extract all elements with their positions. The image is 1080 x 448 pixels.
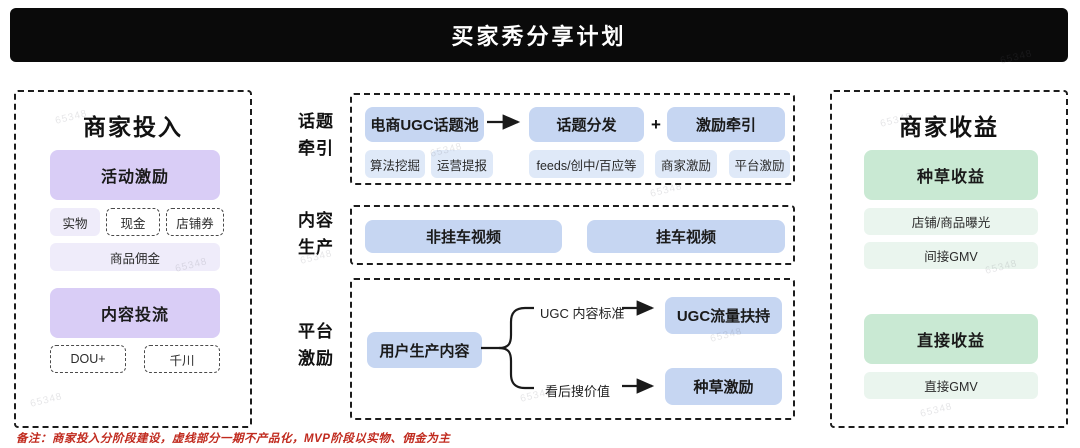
- direct-revenue-box: 直接收益: [864, 314, 1038, 364]
- platform-incentive-box: 平台激励: [729, 150, 790, 178]
- topic-traction-label: 话题 牵引: [298, 112, 334, 158]
- content-production-section: 非挂车视频 挂车视频: [350, 205, 795, 265]
- ugc-content-standard-label: UGC 内容标准: [540, 306, 625, 321]
- operation-report-box: 运营提报: [431, 150, 493, 178]
- content-invest-box: 内容投流: [50, 288, 220, 338]
- ugc-traffic-support-box: UGC流量扶持: [665, 297, 782, 334]
- footnote: 备注：商家投入分阶段建设，虚线部分一期不产品化，MVP阶段以实物、佣金为主: [16, 433, 451, 445]
- activity-item-physical: 实物: [50, 208, 100, 236]
- incentive-traction-box: 激励牵引: [667, 107, 785, 142]
- platform-incentive-label: 平台 激励: [298, 322, 334, 368]
- activity-item-cash: 现金: [106, 208, 160, 236]
- title-banner: 买家秀分享计划: [10, 8, 1068, 62]
- shop-product-exposure-box: 店铺/商品曝光: [864, 208, 1038, 235]
- seeding-incentive-box: 种草激励: [665, 368, 782, 405]
- commission-box: 商品佣金: [50, 243, 220, 271]
- activity-incentive-box: 活动激励: [50, 150, 220, 200]
- merchant-investment-panel: 商家投入 活动激励 实物 现金 店铺券 商品佣金 内容投流 DOU+ 千川: [14, 90, 252, 428]
- feeds-channels-box: feeds/创中/百应等: [529, 150, 644, 178]
- topic-distribution-box: 话题分发: [529, 107, 644, 142]
- user-generated-content-box: 用户生产内容: [367, 332, 482, 368]
- merchant-revenue-title: 商家收益: [899, 114, 999, 140]
- algorithm-mining-box: 算法挖掘: [365, 150, 425, 178]
- cart-video-box: 挂车视频: [587, 220, 785, 253]
- direct-gmv-box: 直接GMV: [864, 372, 1038, 399]
- invest-channel-qianchuan: 千川: [144, 345, 220, 373]
- platform-incentive-section: 用户生产内容 UGC 内容标准 看后搜价值 UGC流量扶持 种草激励: [350, 278, 795, 420]
- non-cart-video-box: 非挂车视频: [365, 220, 562, 253]
- post-view-search-value-label: 看后搜价值: [545, 384, 611, 399]
- merchant-incentive-box: 商家激励: [655, 150, 717, 178]
- indirect-gmv-box: 间接GMV: [864, 242, 1038, 269]
- invest-channel-dou: DOU+: [50, 345, 126, 373]
- topic-traction-section: 电商UGC话题池 话题分发 + 激励牵引 算法挖掘 运营提报 feeds/创中/…: [350, 93, 795, 185]
- plus-sign: +: [651, 114, 661, 134]
- merchant-investment-title: 商家投入: [83, 114, 183, 140]
- content-production-label: 内容 生产: [298, 211, 334, 257]
- seeding-revenue-box: 种草收益: [864, 150, 1038, 200]
- page-title: 买家秀分享计划: [451, 24, 627, 49]
- ugc-topic-pool-box: 电商UGC话题池: [365, 107, 484, 142]
- merchant-revenue-panel: 商家收益 种草收益 店铺/商品曝光 间接GMV 直接收益 直接GMV: [830, 90, 1068, 428]
- activity-item-coupon: 店铺券: [166, 208, 224, 236]
